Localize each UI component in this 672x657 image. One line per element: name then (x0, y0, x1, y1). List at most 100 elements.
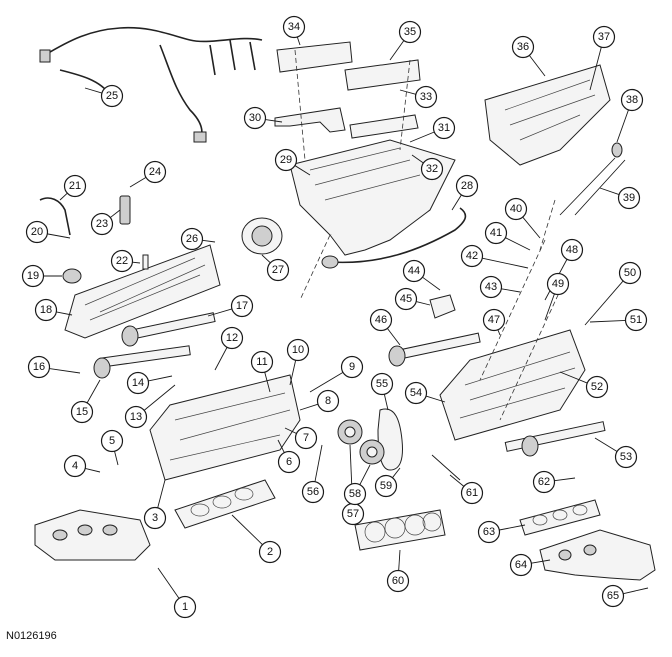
callout-15: 15 (70, 400, 94, 424)
sensor-wire (39, 197, 71, 236)
callout-7: 7 (294, 426, 318, 450)
camshaft-right-upper (388, 332, 481, 367)
callout-25: 25 (100, 84, 124, 108)
callout-number: 42 (466, 250, 478, 262)
callout-circle (618, 261, 642, 285)
callout-22: 22 (110, 249, 134, 273)
callout-13: 13 (124, 405, 148, 429)
callout-36: 36 (511, 35, 535, 59)
leader-line-1 (157, 567, 180, 599)
callout-circle (126, 371, 150, 395)
alignment-line (294, 49, 306, 161)
callout-number: 33 (420, 91, 432, 103)
callout-38: 38 (620, 88, 644, 112)
callout-circle (274, 148, 298, 172)
callout-circle (258, 540, 282, 564)
head-gasket (354, 509, 446, 551)
callout-circle (414, 85, 438, 109)
leader-line-26 (202, 239, 216, 243)
callout-number: 16 (33, 361, 45, 373)
callout-circle (282, 15, 306, 39)
leader-line-59 (392, 467, 401, 478)
parts-layer (34, 26, 656, 581)
wiring-harness (39, 26, 263, 143)
callout-circle (592, 25, 616, 49)
callout-60: 60 (386, 569, 410, 593)
leader-line-24 (129, 177, 147, 188)
callout-4: 4 (63, 454, 87, 478)
leader-line-55 (383, 394, 389, 411)
cylinder-head-left (149, 374, 301, 481)
callout-5: 5 (100, 429, 124, 453)
leader-line-15 (86, 379, 101, 404)
leader-line-8 (299, 403, 319, 411)
callout-43: 43 (479, 275, 503, 299)
callout-48: 48 (560, 238, 584, 262)
callout-circle (511, 35, 535, 59)
callout-number: 35 (404, 26, 416, 38)
callout-number: 8 (325, 395, 331, 407)
leader-line-9 (309, 371, 344, 393)
callout-number: 6 (286, 456, 292, 468)
engine-cover-right (344, 59, 421, 91)
callout-35: 35 (398, 20, 422, 44)
intake-manifold (289, 139, 456, 256)
callout-circle (402, 259, 426, 283)
callout-42: 42 (460, 244, 484, 268)
callout-number: 38 (626, 94, 638, 106)
callout-number: 34 (288, 21, 300, 33)
leader-lines-layer (43, 36, 649, 599)
callout-10: 10 (286, 338, 310, 362)
callout-51: 51 (624, 308, 648, 332)
alignment-line (479, 239, 546, 381)
leader-line-41 (505, 237, 531, 251)
exhaust-gasket-left (174, 479, 276, 529)
callout-number: 30 (249, 112, 261, 124)
callout-number: 1 (182, 601, 188, 613)
camshaft-left-upper (121, 312, 216, 347)
callout-number: 18 (40, 304, 52, 316)
alignment-line (299, 234, 331, 301)
callout-number: 26 (186, 233, 198, 245)
callout-50: 50 (618, 261, 642, 285)
cover-bracket-right (349, 114, 419, 139)
callout-circle (27, 355, 51, 379)
callout-circle (286, 338, 310, 362)
callout-circle (124, 405, 148, 429)
leader-line-31 (409, 131, 435, 143)
callout-number: 21 (69, 180, 81, 192)
callout-number: 61 (466, 487, 478, 499)
callout-1: 1 (173, 595, 197, 619)
callout-circle (479, 275, 503, 299)
leader-line-14 (148, 375, 173, 382)
callout-number: 41 (490, 227, 502, 239)
callout-circle (340, 355, 364, 379)
callout-33: 33 (414, 85, 438, 109)
callout-circle (173, 595, 197, 619)
callout-9: 9 (340, 355, 364, 379)
callout-circle (420, 157, 444, 181)
callout-number: 36 (517, 41, 529, 53)
callout-number: 59 (380, 480, 392, 492)
callout-circle (100, 429, 124, 453)
callout-circle (243, 106, 267, 130)
callout-circle (21, 264, 45, 288)
callout-number: 4 (72, 460, 78, 472)
callout-circle (624, 308, 648, 332)
callout-circle (509, 553, 533, 577)
callout-number: 49 (552, 278, 564, 290)
callout-circle (546, 272, 570, 296)
callout-circle (620, 88, 644, 112)
callout-layer: 1234567891011121314151617181920212223242… (21, 15, 648, 619)
callout-circle (277, 450, 301, 474)
callout-circle (504, 197, 528, 221)
valve-cover-right (484, 64, 611, 166)
callout-39: 39 (617, 186, 641, 210)
callout-41: 41 (484, 221, 508, 245)
callout-circle (460, 244, 484, 268)
callout-circle (585, 375, 609, 399)
callout-number: 24 (149, 166, 161, 178)
callout-number: 55 (376, 378, 388, 390)
callout-number: 17 (236, 300, 248, 312)
spark-plug (142, 254, 149, 270)
